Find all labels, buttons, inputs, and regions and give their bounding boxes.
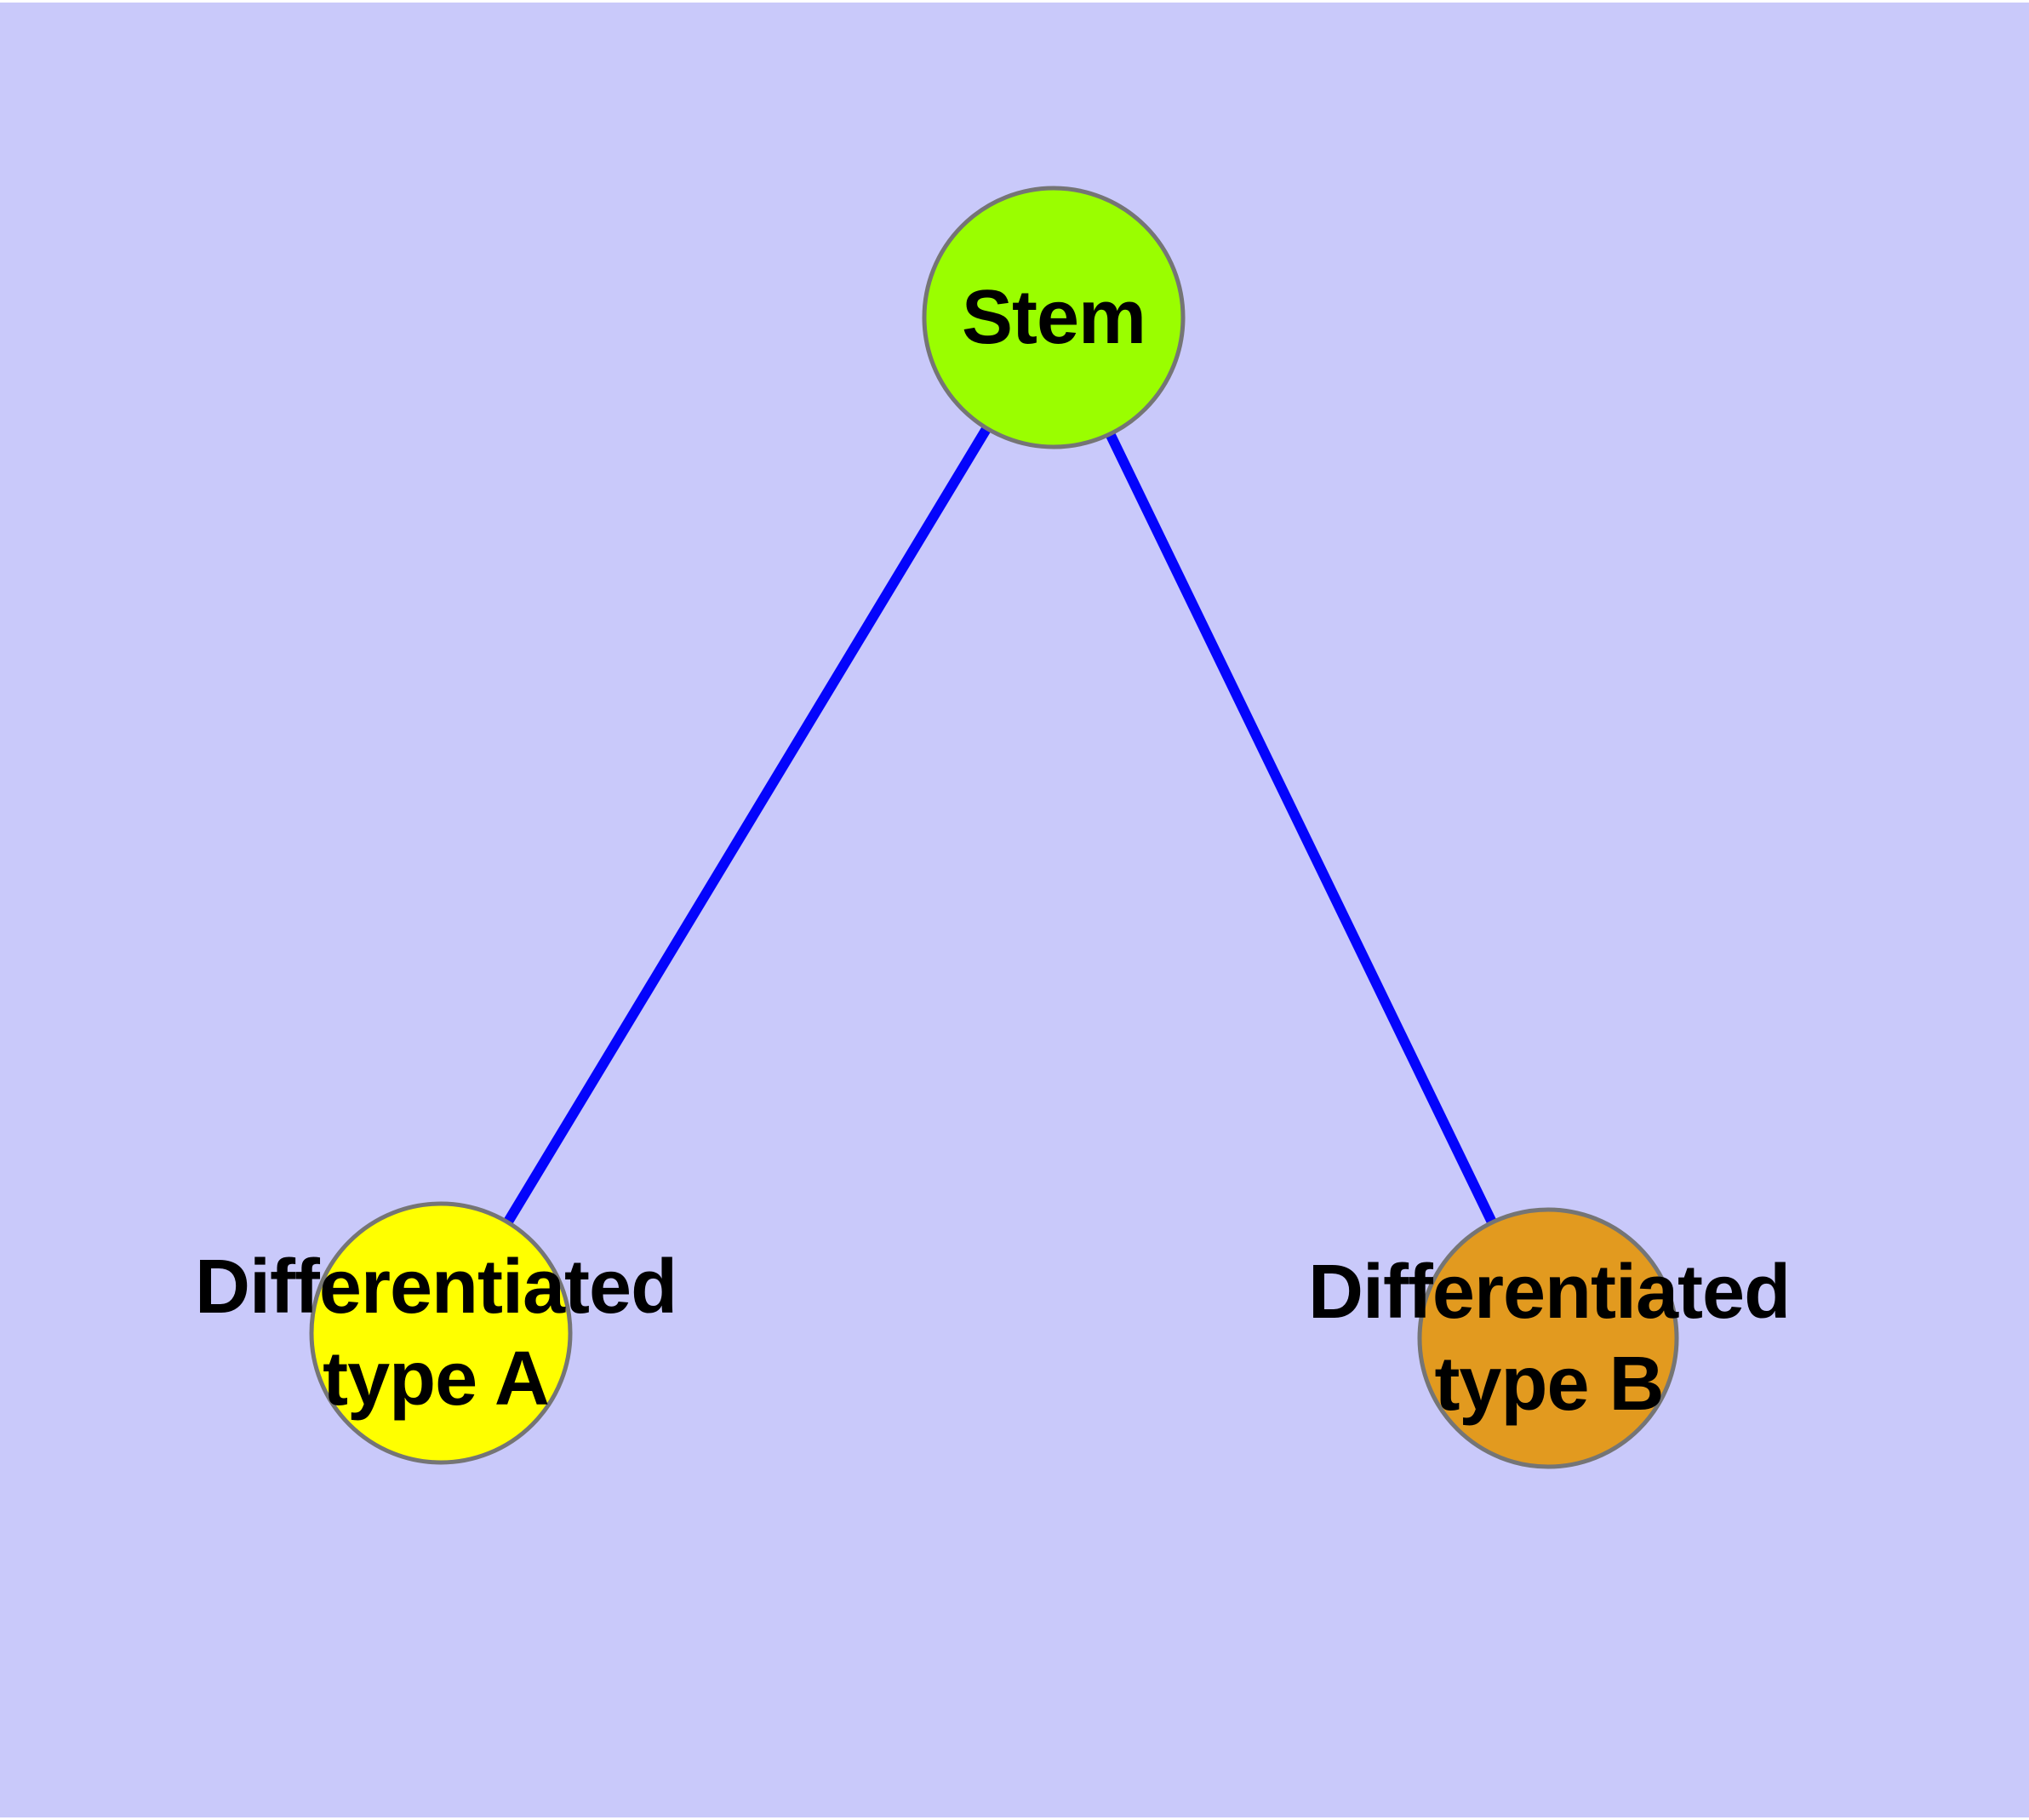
node-differentiated-type-a-label: Differentiated type A xyxy=(195,1241,677,1425)
node-stem-circle xyxy=(922,186,1186,449)
cell-lineage-graph xyxy=(309,186,1679,1469)
node-stem-label-text: Stem xyxy=(961,275,1146,360)
node-type-a-label-line1: Differentiated xyxy=(194,1245,677,1330)
node-type-b-label-line1: Differentiated xyxy=(1307,1250,1791,1335)
diagram-canvas: Stem Differentiated type A Differentiate… xyxy=(0,3,2029,1817)
node-differentiated-type-a-circle xyxy=(309,1201,573,1465)
node-type-b-label-line2: type B xyxy=(1434,1342,1664,1427)
edge-stem-to-type-b xyxy=(1049,315,1553,1341)
node-differentiated-type-b-label: Differentiated type B xyxy=(1307,1246,1791,1430)
edge-stem-to-type-a xyxy=(436,314,1059,1336)
node-differentiated-type-b-circle xyxy=(1417,1207,1679,1469)
node-type-a-label-line2: type A xyxy=(323,1336,550,1422)
node-stem-label: Stem xyxy=(962,272,1146,363)
